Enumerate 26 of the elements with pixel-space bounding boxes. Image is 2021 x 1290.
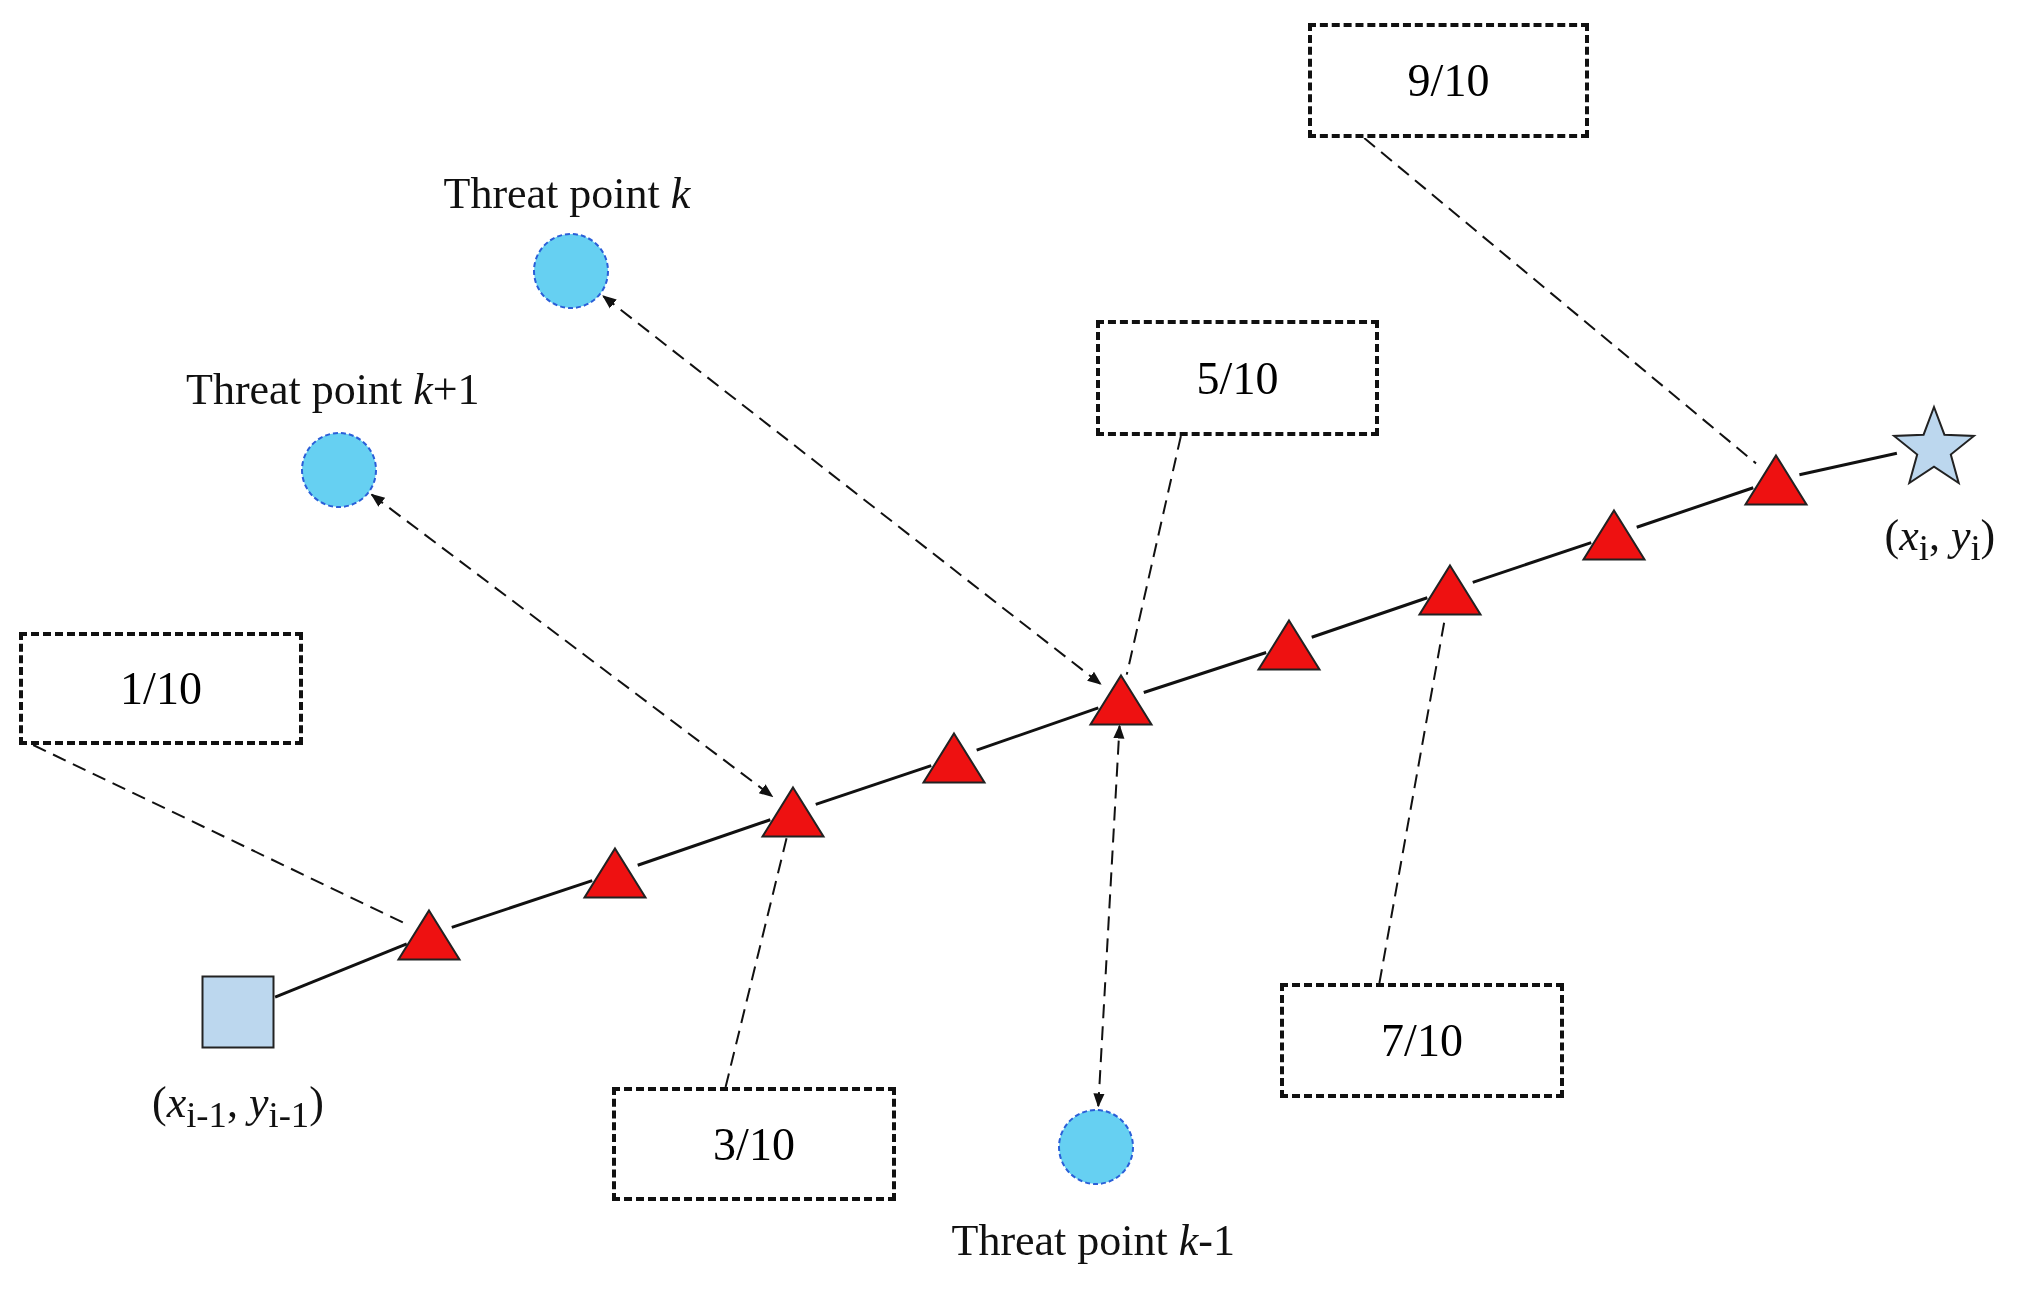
- distance-arrow: [602, 295, 1102, 685]
- leader-line: [1363, 137, 1757, 465]
- leader-line: [724, 836, 788, 1088]
- coordinate-label: (x$_{i-1}$, y$_{i-1}$): [152, 1076, 324, 1136]
- fraction-label: 5/10: [1096, 320, 1379, 436]
- path-segment: [1143, 651, 1267, 694]
- threat-label: Threat point k+1: [186, 363, 480, 415]
- path-segment: [637, 818, 771, 867]
- path-segment: [976, 706, 1099, 752]
- distance-arrow: [370, 493, 774, 798]
- path-segment: [451, 879, 593, 929]
- coordinate-label: (x$_{i}$, y$_{i}$): [1884, 509, 1996, 569]
- threat-label: Threat point k: [443, 167, 691, 219]
- path-segment: [274, 942, 408, 999]
- fraction-label: 7/10: [1280, 983, 1564, 1098]
- path-segment: [1311, 596, 1428, 639]
- fraction-label: 1/10: [19, 632, 303, 745]
- leader-line: [1125, 435, 1182, 676]
- path-segment: [1472, 541, 1592, 584]
- path-segment: [1636, 486, 1754, 529]
- distance-arrow: [1093, 724, 1125, 1108]
- fraction-label: 3/10: [612, 1087, 896, 1201]
- threat-label: Threat point k-1: [951, 1214, 1235, 1266]
- path-segment: [815, 764, 932, 806]
- fraction-label: 9/10: [1308, 23, 1589, 138]
- path-segment: [1799, 451, 1898, 477]
